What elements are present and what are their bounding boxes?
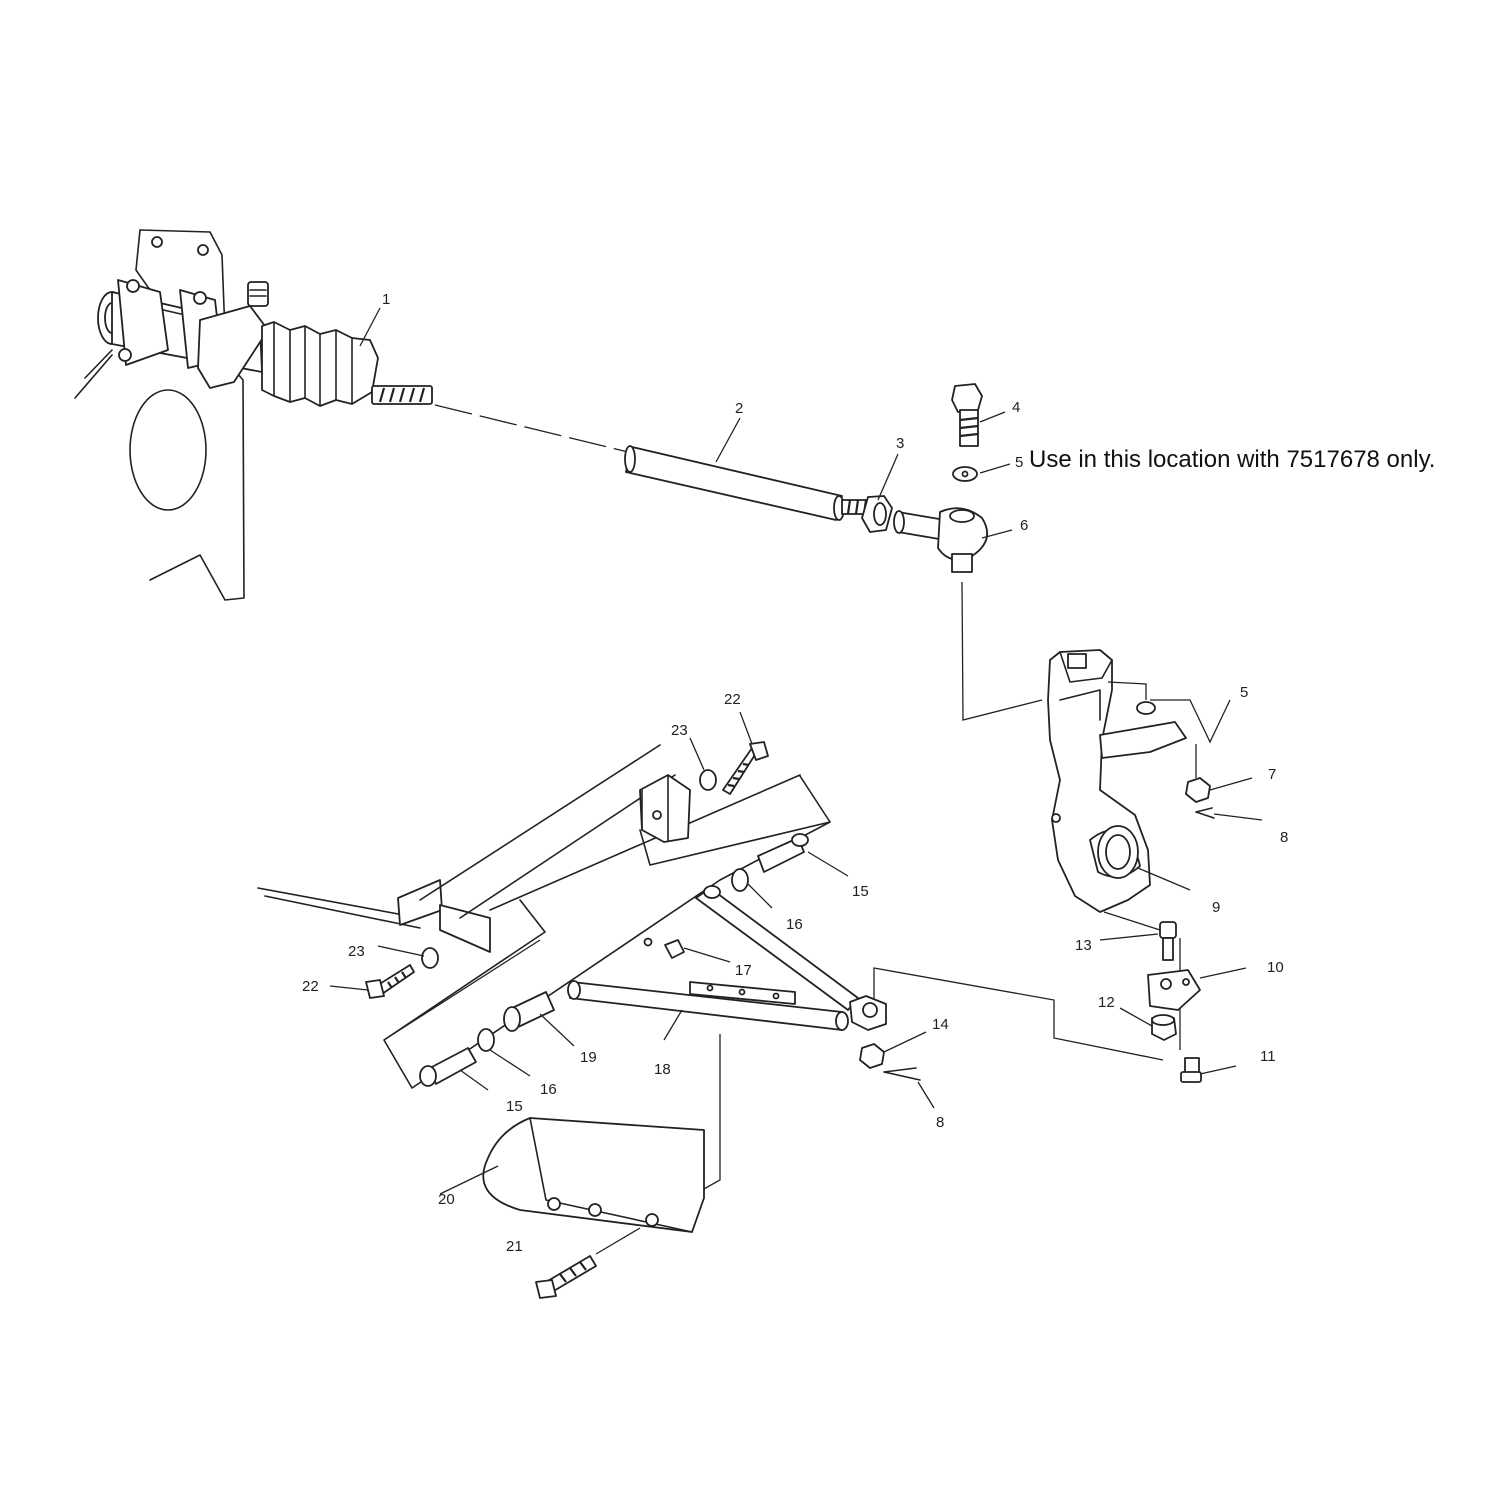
assembly-line-spindle-to-washer [1107,681,1147,700]
callout-12: 12 [1098,994,1115,1011]
callout-23a: 23 [671,722,688,739]
bolt-22-upper [722,741,769,795]
leader-lines [329,307,1263,1195]
usage-note: 5 Use in this location with 7517678 only… [1015,446,1435,473]
washer-23-lower [421,947,439,969]
washer-5b [1136,701,1156,715]
callout-22b: 22 [302,978,319,995]
pivot-bolt-15-lower [419,1047,477,1087]
tie-rod-end [893,507,989,573]
assembly-line-tierod-to-spindle [961,581,1043,721]
pivot-bolt-15-upper [757,833,809,873]
callout-5b: 5 [1240,684,1248,701]
note-marker: 5 [1015,454,1023,471]
grease-fitting-17 [643,937,685,959]
callout-2: 2 [735,400,743,417]
bolt-4 [951,383,983,447]
bushing-19 [503,991,555,1032]
lock-nut-7 [1185,777,1211,803]
skid-plate-20 [482,1117,705,1233]
callout-1: 1 [382,291,390,308]
callout-16b: 16 [540,1081,557,1098]
callout-15b: 15 [506,1098,523,1115]
callout-16a: 16 [786,916,803,933]
callout-13: 13 [1075,937,1092,954]
cotter-pin-8a [1195,807,1215,819]
tie-rod-stud-and-jam-nut [841,495,893,533]
callout-20: 20 [438,1191,455,1208]
callout-7: 7 [1268,766,1276,783]
callout-14: 14 [932,1016,949,1033]
callout-23b: 23 [348,943,365,960]
assembly-line-rack-to-tierod [434,404,629,453]
callout-6: 6 [1020,517,1028,534]
callout-9: 9 [1212,899,1220,916]
ball-joint-plate-10 [1147,969,1201,1011]
bolt-21 [535,1255,597,1299]
callout-4: 4 [1012,399,1020,416]
washer-16-lower [477,1028,495,1052]
callout-15a: 15 [852,883,869,900]
a-arm-ball-joint [849,995,887,1031]
bolt-13 [1159,921,1177,961]
callout-17: 17 [735,962,752,979]
ball-joint-12 [1151,1014,1177,1041]
callout-21: 21 [506,1238,523,1255]
bolt-22-lower [365,964,415,999]
frame-bracket-rear [257,744,831,1089]
washer-23-upper [699,769,717,791]
tie-rod [624,445,845,521]
callout-labels: 1 2 3 4 6 5 7 8 9 10 11 12 13 14 8 15 16… [302,291,1288,1255]
callout-19: 19 [580,1049,597,1066]
steering-rack-assembly [74,229,433,601]
callout-22a: 22 [724,691,741,708]
bolt-11 [1180,1057,1202,1083]
callout-3: 3 [896,435,904,452]
callout-8a: 8 [1280,829,1288,846]
spindle-knuckle [1047,649,1187,913]
callout-8b: 8 [936,1114,944,1131]
callout-11: 11 [1260,1048,1276,1065]
a-arm-18 [567,885,859,1031]
washer-16-upper [731,868,749,892]
cotter-pin-8b [883,1067,921,1081]
frame-bracket-front [639,774,831,866]
lock-nut-14 [859,1043,885,1069]
callout-10: 10 [1267,959,1284,976]
callout-18: 18 [654,1061,671,1078]
note-text: Use in this location with 7517678 only. [1029,446,1435,473]
